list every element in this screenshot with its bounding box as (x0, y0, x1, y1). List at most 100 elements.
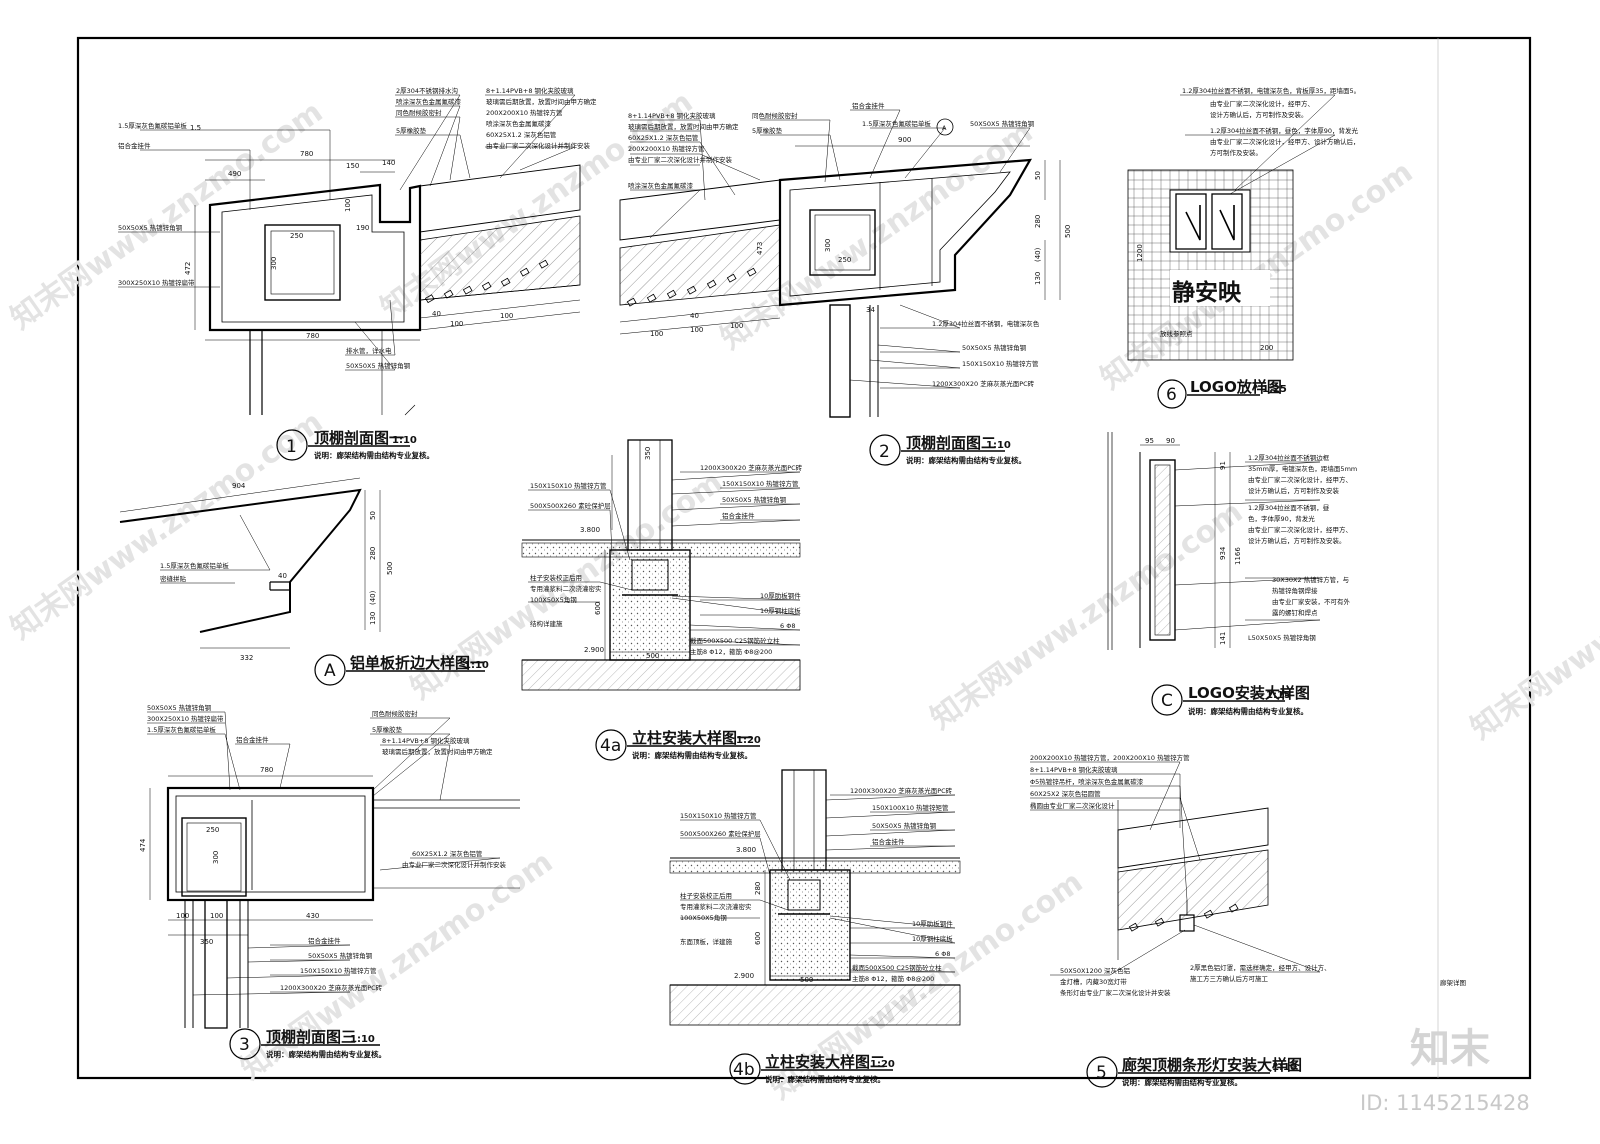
dim-text: 300 (212, 851, 220, 864)
annotation-text: 50X50X5 热镀锌角钢 (308, 951, 373, 960)
annotation-text: 50X50X5 热镀锌角钢 (970, 119, 1035, 128)
dim-text: 250 (206, 826, 219, 834)
dim-text: 130 (369, 612, 377, 625)
annotation-text: 10厚钢柱底板 (760, 606, 801, 615)
annotation-text: 500X500X260 素砼保护层 (680, 829, 761, 838)
annotation-text: 金灯槽，内藏30宽灯带 (1060, 977, 1127, 986)
annotation-text: 1200X300X20 芝麻灰蒸光面PC砖 (932, 379, 1035, 388)
annotation-text: 椭圆由专业厂家二次深化设计 (1030, 801, 1115, 810)
dim-text: 280 (754, 882, 762, 895)
detail-number: 1 (286, 437, 297, 457)
dim-text: (40) (369, 590, 377, 605)
annotation-text: 1200X300X20 芝麻灰蒸光面PC砖 (850, 786, 953, 795)
annotation-text: 10厚钢柱底板 (912, 934, 953, 943)
annotation-text: 施工方三方确认后方可施工 (1190, 974, 1269, 983)
annotation-text: 8+1.14PVB+8 钢化夹胶玻璃 (1030, 765, 1118, 774)
brand-logo-text: 知末 (1410, 1026, 1490, 1072)
dim-text: 300 (824, 239, 832, 252)
annotation-text: 截面500X500 C25钢筋砼立柱 (852, 963, 942, 972)
annotation-text: 喷涂深灰色金属氟碳漆 (396, 97, 462, 106)
annotation-text: 由专业厂家二次深化设计，经甲方、设计方确认后， (1210, 137, 1360, 146)
annotation-text: 密缝拼贴 (160, 574, 187, 583)
structure-note: 说明：廊架结构需由结构专业复核。 (314, 450, 434, 460)
annotation-text: 200X200X10 热镀锌方管 (628, 144, 705, 153)
annotation-text: 100X50X5角钢 (680, 913, 727, 922)
annotation-text: 50X50X5 热镀锌角钢 (872, 821, 937, 830)
detail-scale: 1:25 (1262, 384, 1287, 395)
annotation-text: 10厚肋板钢件 (760, 591, 801, 600)
dim-text: 40 (278, 572, 287, 580)
annotation-text: 由专业厂家安装，不可有外 (1272, 597, 1351, 606)
structure-note: 说明：廊架结构需由结构专业复核。 (765, 1074, 885, 1084)
annotation-text: 方可制作及安装。 (1210, 148, 1262, 157)
dim-text: 100 (176, 912, 189, 920)
dim-text: 780 (260, 766, 273, 774)
detail-title: 廊架顶棚条形灯安装大样图 (1122, 1056, 1302, 1074)
detail-number: 3 (239, 1035, 250, 1055)
dim-text: 1166 (1234, 547, 1242, 565)
annotation-text: 35mm厚，电镀深灰色，距墙面5mm (1248, 464, 1357, 473)
dim-text: 3.800 (736, 846, 756, 854)
annotation-text: 500X500X260 素砼保护层 (530, 501, 611, 510)
detail-5: 200X200X10 热镀锌方管，200X200X10 热镀锌方管 8+1.14… (1030, 753, 1331, 1088)
annotation-text: 由专业厂家二次深化设计并制作安装 (402, 860, 507, 869)
dim-text: 190 (356, 224, 369, 232)
annotation-text: 1.5厚深灰色氟碳铝单板 (118, 121, 187, 130)
annotation-text: 铝合金挂件 (118, 141, 151, 150)
watermark-text: 知末网www.znzmo.com (5, 405, 330, 647)
annotation-text: 铝合金挂件 (852, 101, 885, 110)
annotation-text: 1200X300X20 芝麻灰蒸光面PC砖 (280, 983, 383, 992)
dim-text: 100 (650, 330, 663, 338)
dim-text: 280 (1034, 215, 1042, 228)
annotation-text: 50X50X5 热镀锌角钢 (118, 223, 183, 232)
dim-text: 430 (306, 912, 319, 920)
annotation-text: 50X50X5 热镀锌角钢 (346, 361, 411, 370)
structure-note: 说明：廊架结构需由结构专业复核。 (906, 455, 1026, 465)
dim-text: 500 (646, 652, 659, 660)
dim-text: 100 (690, 326, 703, 334)
dim-text: 50 (369, 511, 377, 520)
image-id-text: ID: 1145215428 (1360, 1091, 1530, 1115)
detail-number: 2 (879, 442, 890, 462)
dim-text: 472 (184, 262, 192, 275)
annotation-text: 结构详建施 (530, 619, 563, 628)
annotation-text: 5厚橡胶垫 (372, 725, 403, 734)
annotation-text: 热镀锌角钢焊接 (1272, 586, 1318, 595)
dim-text: 600 (594, 602, 602, 615)
dim-text: 100 (210, 912, 223, 920)
detail-number: 4b (733, 1060, 755, 1080)
dim-text: 780 (300, 150, 313, 158)
annotation-text: 60X25X1.2 深灰色铝管 (412, 849, 483, 858)
annotation-text: 150X150X10 热镀锌方管 (680, 811, 757, 820)
dim-text: 250 (838, 256, 851, 264)
annotation-text: 同色耐候胶密封 (752, 111, 798, 120)
annotation-text: 专用灌浆料二次浇灌密实 (530, 584, 602, 593)
detail-title: LOGO安装大样图 (1188, 684, 1310, 702)
detail-title: 顶棚剖面图三 (266, 1028, 356, 1046)
detail-title: 铝单板折边大样图一 (350, 654, 485, 672)
detail-1: 780 490 150 140 250 300 472 100 190 780 … (118, 86, 597, 461)
annotation-text: 60X25X1.2 深灰色铝管 (628, 133, 699, 142)
dim-text: 34 (866, 306, 875, 314)
annotation-text: 1.2厚304拉丝面不锈钢，电镀深灰色，背板厚35，距墙面5。 (1182, 86, 1360, 95)
annotation-text: 铝合金挂件 (236, 735, 269, 744)
detail-scale: 1:10 (986, 440, 1011, 451)
annotation-text: 主筋8 Φ12，箍筋 Φ8@200 (690, 647, 772, 656)
annotation-text: 60X25X1.2 深灰色铝管 (486, 130, 557, 139)
annotation-text: 铝合金挂件 (872, 837, 905, 846)
annotation-text: 150X150X10 热镀锌方管 (300, 966, 377, 975)
dim-text: 1200 (1136, 244, 1144, 262)
annotation-text: 露的螺钉和焊点 (1272, 608, 1318, 617)
dim-text: 90 (1166, 437, 1175, 445)
annotation-text: 1200X300X20 芝麻灰蒸光面PC砖 (700, 463, 803, 472)
annotation-text: 排水管，详水电 (346, 346, 392, 355)
annotation-text: 50X50X5 热镀锌角钢 (962, 343, 1027, 352)
dim-text: 1.5 (190, 124, 201, 132)
dim-text: 91 (1219, 461, 1227, 470)
watermark-text: 知末网www.znzmo.com (1465, 505, 1600, 747)
dim-text: 300 (270, 257, 278, 270)
annotation-text: 同色耐候胶密封 (396, 108, 442, 117)
annotation-text: 1.5厚深灰色氟碳铝单板 (147, 725, 216, 734)
annotation-text: 铝合金挂件 (722, 511, 755, 520)
